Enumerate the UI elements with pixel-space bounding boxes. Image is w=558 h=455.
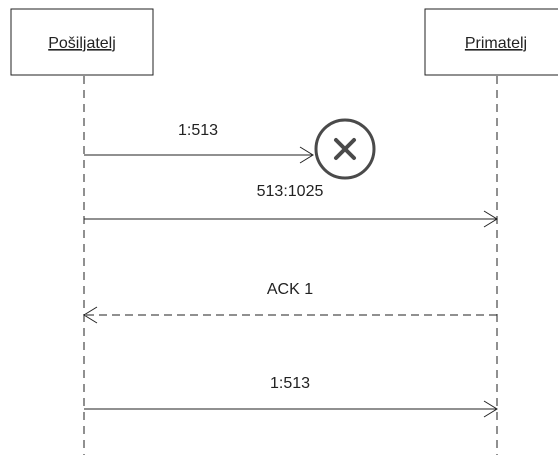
message-2: 513:1025 <box>84 183 498 228</box>
message-4: 1:513 <box>84 375 498 418</box>
actor-receiver: Primatelj <box>424 8 558 76</box>
actor-sender-label: Pošiljatelj <box>48 35 116 52</box>
message-4-label: 1:513 <box>270 375 310 392</box>
message-3: ACK 1 <box>83 281 497 324</box>
actor-receiver-box <box>424 8 558 76</box>
x-circle-icon <box>314 118 376 180</box>
actor-receiver-label: Primatelj <box>465 35 527 52</box>
message-2-arrowhead <box>483 210 498 228</box>
message-1-label: 1:513 <box>178 122 218 139</box>
message-1: 1:513 <box>84 122 314 164</box>
message-4-arrowhead <box>483 400 498 418</box>
message-2-label: 513:1025 <box>257 183 324 200</box>
message-3-arrowhead <box>83 306 98 324</box>
message-1-arrowhead <box>299 146 314 164</box>
actor-sender-box <box>10 8 154 76</box>
actor-sender: Pošiljatelj <box>10 8 154 76</box>
lost-marker-stroke-b <box>334 138 356 160</box>
message-3-label: ACK 1 <box>267 281 313 298</box>
